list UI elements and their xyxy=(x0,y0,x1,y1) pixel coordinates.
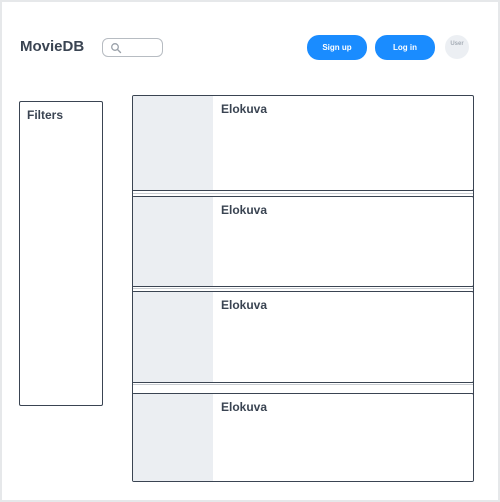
card-divider xyxy=(133,288,473,289)
movie-card[interactable]: Elokuva xyxy=(133,196,473,287)
movie-title: Elokuva xyxy=(221,203,268,217)
filters-panel: Filters xyxy=(19,101,103,406)
movie-poster xyxy=(133,197,213,286)
movie-card[interactable]: Elokuva xyxy=(133,96,473,191)
card-divider xyxy=(133,193,473,194)
signup-button[interactable]: Sign up xyxy=(307,35,367,60)
card-divider xyxy=(133,384,473,385)
movie-poster xyxy=(133,394,213,481)
movie-card[interactable]: Elokuva xyxy=(133,291,473,383)
login-button[interactable]: Log in xyxy=(375,35,435,60)
user-avatar[interactable]: User xyxy=(445,35,469,59)
search-icon xyxy=(111,43,122,54)
app-logo[interactable]: MovieDB xyxy=(20,38,85,55)
movie-card[interactable]: Elokuva xyxy=(133,393,473,481)
filters-title: Filters xyxy=(27,108,64,122)
search-input[interactable] xyxy=(102,38,163,57)
movie-poster xyxy=(133,292,213,382)
movie-title: Elokuva xyxy=(221,102,268,116)
movie-title: Elokuva xyxy=(221,298,268,312)
movie-title: Elokuva xyxy=(221,400,268,414)
movie-list: Elokuva Elokuva Elokuva Elokuva xyxy=(132,95,474,482)
movie-poster xyxy=(133,96,213,190)
